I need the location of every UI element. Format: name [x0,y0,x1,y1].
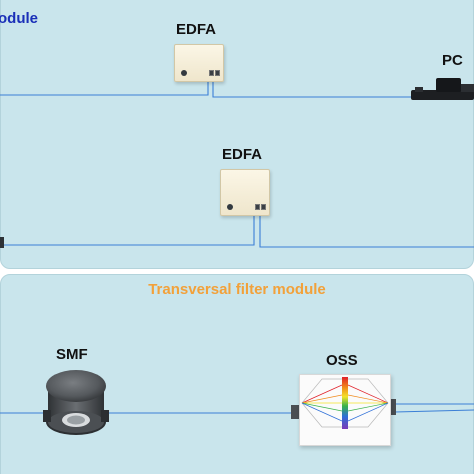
oss-device [299,374,391,446]
oss-spectrum-icon [301,377,389,429]
edfa-2-label: EDFA [222,146,263,163]
edfa-2-port-out [261,204,266,210]
edfa-1-device [174,44,224,82]
oss-label: OSS [326,352,358,369]
pc-device [411,78,474,100]
fiber-oss-output-2 [394,409,474,413]
edfa-1-front-panel [179,70,220,77]
fiber-edfa1-input [0,80,209,96]
edfa-2-device [220,169,270,216]
transversal-filter-module-title: Transversal filter module [148,281,326,298]
oss-output-port [388,399,396,415]
pc-label: PC [442,52,463,69]
edfa-1-label: EDFA [176,21,217,38]
top-module-title: odule [0,10,38,27]
top-module-panel [0,0,474,269]
oss-input-port [291,405,300,419]
fiber-edfa2-input [4,214,255,246]
edfa-2-front-panel [225,204,266,211]
smf-label: SMF [56,346,88,363]
smf-spool-icon [43,370,109,435]
edfa-1-knob [181,70,187,76]
edfa-2-knob [227,204,233,210]
edfa-2-port-in [255,204,260,210]
edfa-1-port-out [215,70,220,76]
left-edge-connector [0,237,4,248]
edfa-1-port-in [209,70,214,76]
fiber-edfa2-output [259,214,474,248]
fiber-edfa1-output [212,80,412,98]
